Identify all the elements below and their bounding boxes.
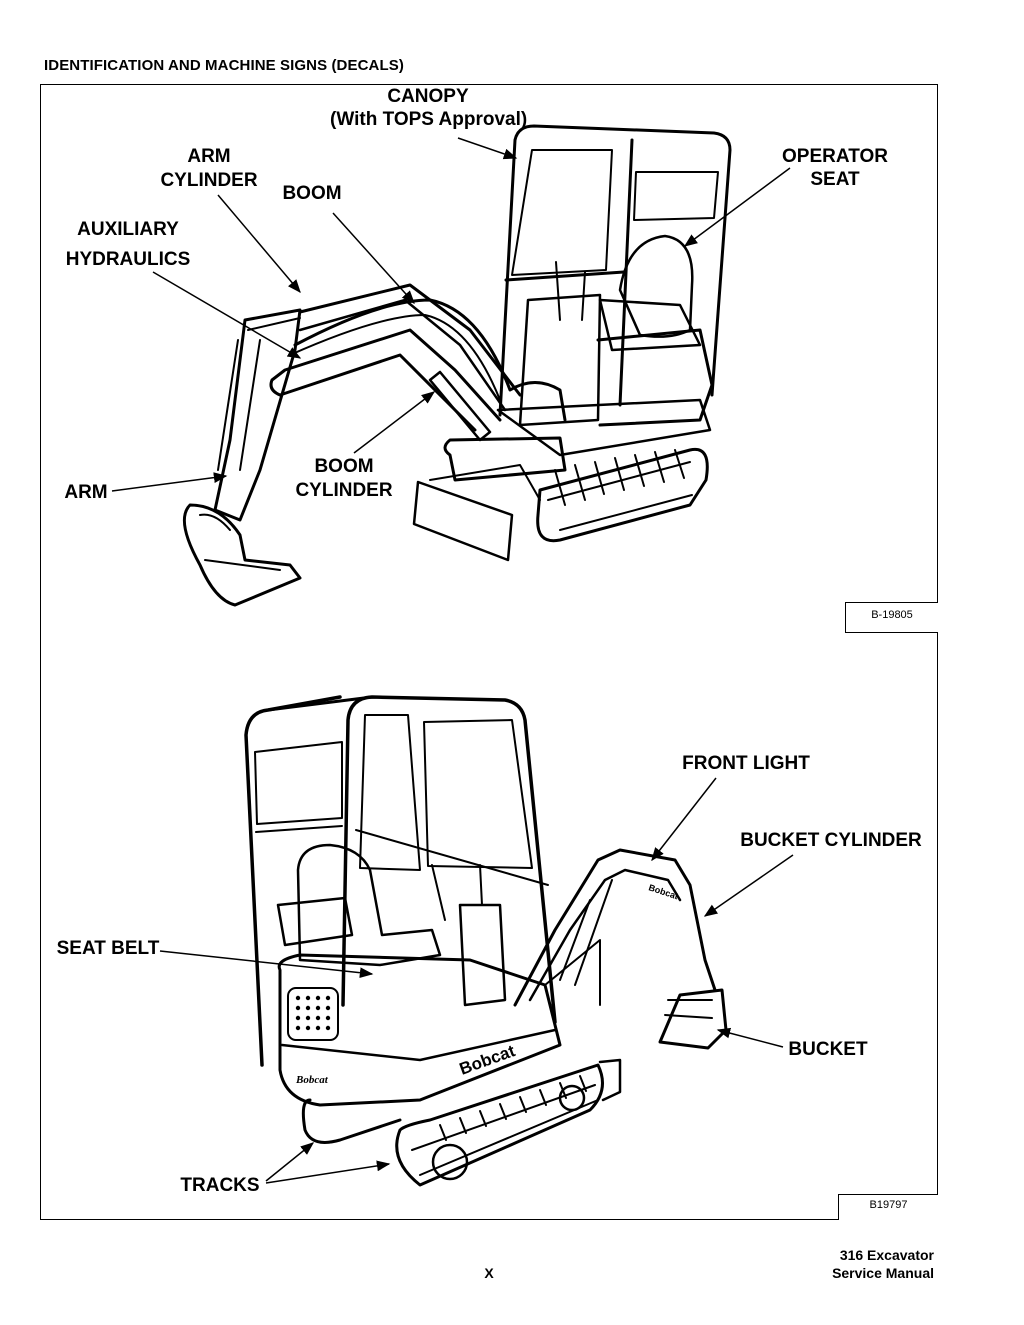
bobcat-decal-arm: Bobcat xyxy=(647,882,679,901)
label-tracks: TRACKS xyxy=(180,1175,260,1196)
label-boom: BOOM xyxy=(282,183,342,204)
figure-id-bottom: B19797 xyxy=(838,1194,938,1220)
bottom-excavator-drawing xyxy=(244,695,728,1187)
label-operator-seat: OPERATOR SEAT xyxy=(782,146,888,190)
top-leader-lines xyxy=(111,137,791,492)
label-front-light: FRONT LIGHT xyxy=(682,753,810,774)
label-auxiliary-hydraulics: AUXILIARY HYDRAULICS xyxy=(65,219,191,270)
bottom-leader-lines xyxy=(159,777,794,1184)
top-excavator-drawing xyxy=(182,124,732,607)
figure-frame xyxy=(40,84,938,1220)
page-heading: IDENTIFICATION AND MACHINE SIGNS (DECALS… xyxy=(44,57,404,74)
label-canopy: CANOPY (With TOPS Approval) xyxy=(330,86,528,130)
figure-id-top: B-19805 xyxy=(845,602,938,633)
bobcat-decal-rear: Bobcat xyxy=(295,1074,329,1086)
label-seat-belt: SEAT BELT xyxy=(56,938,160,959)
page-number: X xyxy=(484,1265,494,1281)
label-boom-cylinder: BOOM CYLINDER xyxy=(295,456,393,501)
label-arm-cylinder: ARM CYLINDER xyxy=(160,146,258,191)
label-bucket: BUCKET xyxy=(788,1039,868,1060)
label-bucket-cylinder: BUCKET CYLINDER xyxy=(740,830,922,851)
footer-manual-title: 316 Excavator Service Manual xyxy=(832,1247,934,1281)
label-arm: ARM xyxy=(64,482,108,503)
